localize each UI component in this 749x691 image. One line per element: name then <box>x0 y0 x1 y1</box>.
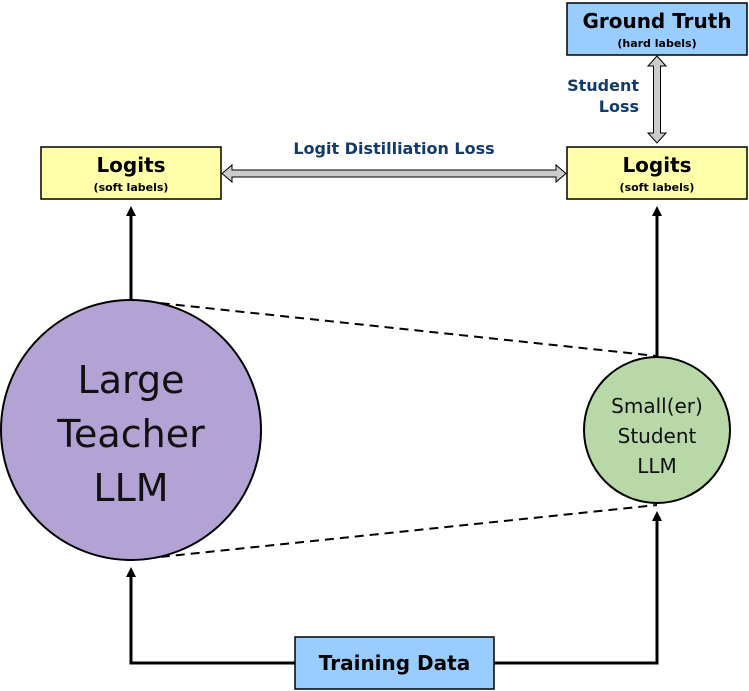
dashed-line-top <box>130 299 658 357</box>
student-logits-box: Logits (soft labels) <box>566 146 748 200</box>
ground-truth-box: Ground Truth (hard labels) <box>566 2 748 56</box>
student-circle <box>583 356 731 504</box>
student-label-line1: Small(er) <box>611 394 703 418</box>
student-logits-title: Logits <box>622 153 691 177</box>
teacher-circle <box>0 299 262 561</box>
teacher-label-line3: LLM <box>93 466 168 510</box>
student-label-line3: LLM <box>637 454 677 478</box>
teacher-logits-rect <box>40 146 222 200</box>
training-to-student-arrow <box>494 511 662 665</box>
teacher-label-line1: Large <box>78 358 185 402</box>
student-loss-double-arrow <box>646 55 668 144</box>
distillation-double-arrow <box>221 163 567 184</box>
student-loss-label-line2: Loss <box>599 97 639 116</box>
training-data-rect <box>294 636 495 690</box>
student-model: Small(er) Student LLM <box>583 356 731 504</box>
teacher-model: Large Teacher LLM <box>0 299 262 561</box>
student-label-line2: Student <box>618 424 697 448</box>
ground-truth-title: Ground Truth <box>582 9 731 33</box>
training-data-label: Training Data <box>319 651 470 675</box>
ground-truth-rect <box>566 2 748 56</box>
distillation-loss-label: Logit Distilliation Loss <box>293 139 494 158</box>
dashed-line-bottom <box>130 504 658 561</box>
student-logits-rect <box>566 146 748 200</box>
ground-truth-subtitle: (hard labels) <box>617 37 696 50</box>
teacher-logits-box: Logits (soft labels) <box>40 146 222 200</box>
student-loss-label-line1: Student <box>567 76 639 95</box>
training-data-box: Training Data <box>294 636 495 690</box>
teacher-label-line2: Teacher <box>56 412 205 456</box>
student-logits-subtitle: (soft labels) <box>620 181 695 194</box>
teacher-logits-title: Logits <box>96 153 165 177</box>
training-to-teacher-arrow <box>126 567 295 665</box>
teacher-logits-subtitle: (soft labels) <box>94 181 169 194</box>
